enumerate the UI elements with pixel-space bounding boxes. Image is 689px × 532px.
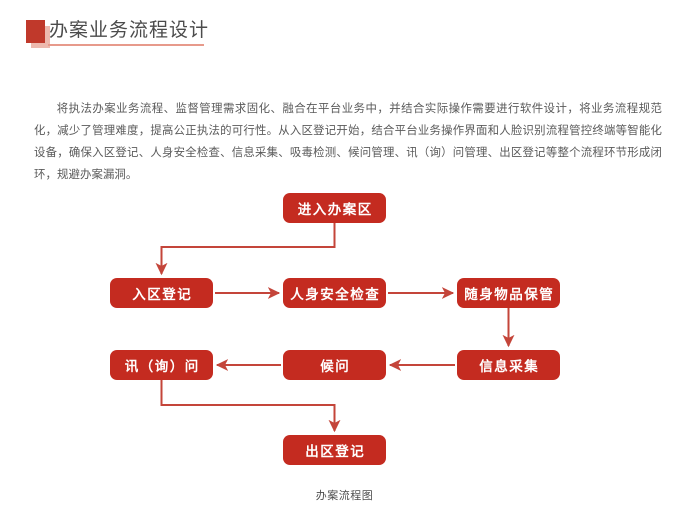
flow-node-reg-out[interactable]: 出区登记 [283,435,386,465]
page-header: 办案业务流程设计 [26,17,426,57]
intro-paragraph: 将执法办案业务流程、监督管理需求固化、融合在平台业务中，并结合实际操作需要进行软… [34,101,662,181]
flow-node-belongings[interactable]: 随身物品保管 [457,278,560,308]
flow-node-info[interactable]: 信息采集 [457,350,560,380]
flow-node-interro[interactable]: 讯（询）问 [110,350,213,380]
title-marker-icon [26,20,45,43]
flowchart-caption: 办案流程图 [315,489,374,502]
edge-enter-to-reg-in [155,223,336,276]
flow-node-safety[interactable]: 人身安全检查 [283,278,386,308]
flow-node-wait[interactable]: 候问 [283,350,386,380]
flow-node-reg-in[interactable]: 入区登记 [110,278,213,308]
page-title: 办案业务流程设计 [49,19,210,41]
edge-interro-to-reg-out [160,380,341,433]
flow-node-enter[interactable]: 进入办案区 [283,193,386,223]
title-underline [48,44,204,46]
